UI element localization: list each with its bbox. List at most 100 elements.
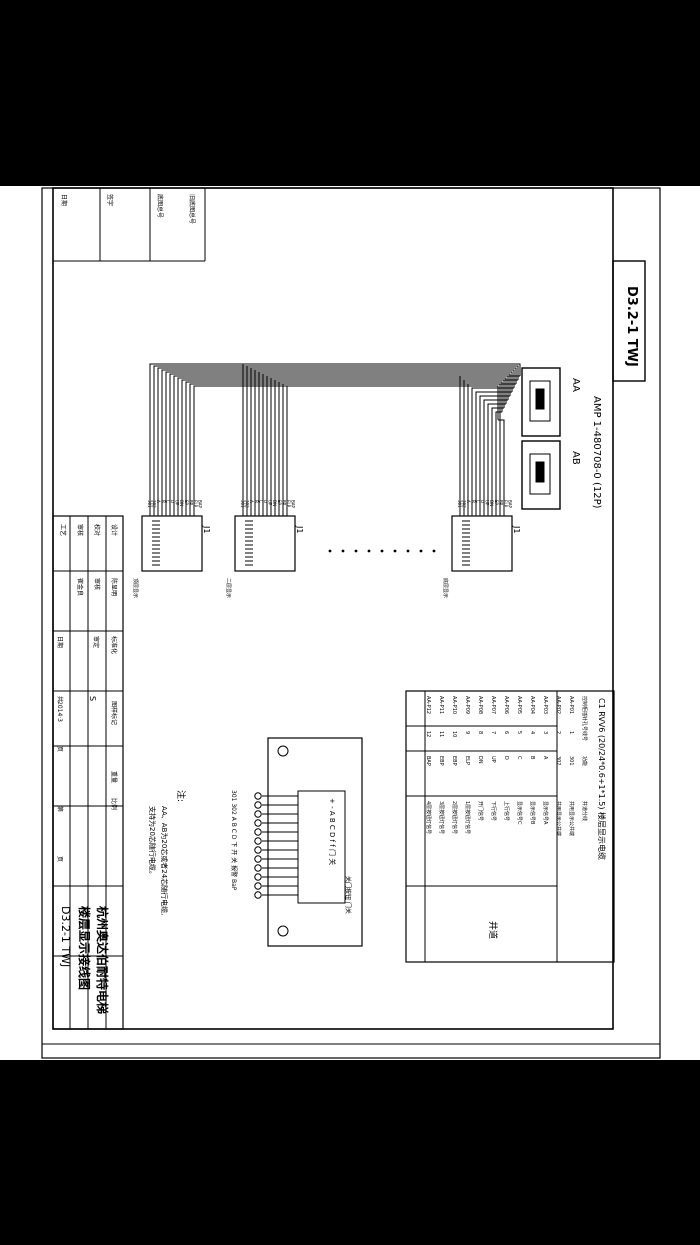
standardize-label: 标准化 [110,636,118,654]
table-cell-7-0: AA-P08 [477,696,483,714]
pin-label-0-6: UP [175,500,180,506]
table-header-2: 功能 [581,756,588,766]
pin-label-2-7: DN [489,500,494,506]
pin-label-0-10: ELP [193,500,198,508]
pin-label-0-11: BAP [198,500,203,508]
pin-label-2-1: 302 [462,500,467,508]
table-cell-1-3: 共用显示公共端 [555,801,562,836]
table-cell-6-2: UP [490,756,496,763]
table-cell-4-1: 5 [516,731,522,734]
connector-part-number: AMP 1-480708-0 (12P) [591,396,602,509]
table-cell-11-0: AA-P12 [425,696,431,714]
board-middle [234,515,296,572]
board-caption-0: 顶层显示 [132,578,138,598]
pin-label-0-8: EP [184,500,189,506]
table-cell-4-2: C [516,756,522,760]
table-cell-1-2: 302 [555,756,561,766]
pin-label-1-7: DN [272,500,277,506]
board-bottom [451,515,513,572]
table-cell-1-0: AA-P02 [555,696,561,714]
pin-label-0-3: B [161,500,166,503]
date-value: 2014·3 [56,701,63,722]
role-name-0: 陈显明 [110,578,118,596]
pin-label-1-9: BP [281,500,286,506]
continuation-dots [328,549,436,553]
approve-label: 审定 [92,636,100,648]
table-cell-4-0: AA-P05 [516,696,522,714]
pin-label-2-2: A [466,500,471,503]
table-cell-9-0: AA-P10 [451,696,457,714]
table-cell-2-1: 3 [542,731,548,734]
table-cell-10-0: AA-P11 [438,696,444,714]
table-cell-8-0: AA-P09 [464,696,470,714]
corner-drawing-number: D3.2-1 TWJ [624,286,639,367]
footer-total: 共 [56,696,64,702]
table-header-0: 控制柜插针孔号 [581,696,588,731]
table-cell-6-1: 7 [490,731,496,734]
role-name-1: 审核 [93,578,101,590]
board-label-2: J1 [512,525,521,533]
pin-label-2-9: BP [498,500,503,506]
pin-label-2-11: BAP [508,500,513,508]
role-name-2: 崔金良 [76,578,84,596]
table-caption: C1 RVV6 (20/24*0.6+1*1.5) 楼层显示电缆 [597,698,607,860]
table-cell-7-1: 8 [477,731,483,734]
outer-frame [41,187,661,1059]
pin-label-2-0: 301 [457,500,462,508]
table-cell-1-1: 2 [555,731,561,734]
weight-label: 重量 [110,771,118,783]
table-cell-8-3: 1层按钮灯信号 [464,801,471,834]
cable-wires [149,363,521,516]
pin-label-0-0: 301 [147,500,152,508]
note-line2: 支持为20芯随行电缆。 [148,806,157,878]
pin-label-1-1: 302 [245,500,250,508]
pin-label-2-8: EP [494,500,499,506]
sign-label: 签字 [106,194,114,206]
stage-label: S [88,696,97,701]
table-cell-8-2: ELP [464,756,470,765]
board-label-1: J1 [295,525,304,533]
pin-label-2-6: UP [485,500,490,506]
terminal-top-label: + - A B C D f f 门 关 [328,798,337,865]
company-name: 杭州奥达伯耐特电梯 [95,906,110,1014]
footer-page: 页 [56,746,63,752]
date-strip-label: 日期 [60,194,68,206]
table-cell-3-2: B [529,756,535,760]
table-cell-5-0: AA-P06 [503,696,509,714]
pin-label-1-6: UP [268,500,273,506]
table-cell-5-3: 上行信号 [503,801,510,821]
table-header-3: 井道分线 [581,801,588,821]
pin-label-0-1: 302 [152,500,157,508]
connector-aa-label: AA [570,378,581,392]
pin-label-1-11: BAP [291,500,296,508]
table-cell-7-2: DN [477,756,483,764]
table-cell-9-1: 10 [451,731,457,737]
table-cell-9-3: 2层按钮灯信号 [451,801,458,834]
table-cell-6-3: 下行信号 [490,801,497,821]
table-cell-0-3: 共用显示公共端 [568,801,575,836]
pin-label-1-4: C [258,500,263,503]
table-cell-2-0: AA-P03 [542,696,548,714]
footer-page2: 页 [56,856,63,862]
board-caption-2: 底层显示 [442,578,449,598]
role-label-3: 工艺 [59,524,67,536]
scale-label: 比例 [110,798,118,810]
pin-label-0-2: A [156,500,161,503]
table-cell-10-1: 11 [438,731,444,737]
pin-label-1-5: D [263,500,268,503]
table-side-label: 井道 [487,921,499,939]
board-top [141,515,203,572]
board-caption-1: 二层显示 [225,578,231,598]
date-label: 日期 [56,636,64,648]
old-base-ref: 旧底图总号 [188,194,196,224]
pin-label-0-5: D [170,500,175,503]
role-label-2: 审核 [76,524,84,536]
note-title: 注: [175,790,187,802]
role-label-1: 校对 [93,524,101,536]
table-cell-5-1: 6 [503,731,509,734]
table-cell-0-1: 1 [568,731,574,734]
table-cell-6-0: AA-P07 [490,696,496,714]
table-cell-2-3: 显示信号A [542,801,549,825]
table-cell-9-2: EBP [451,756,457,766]
